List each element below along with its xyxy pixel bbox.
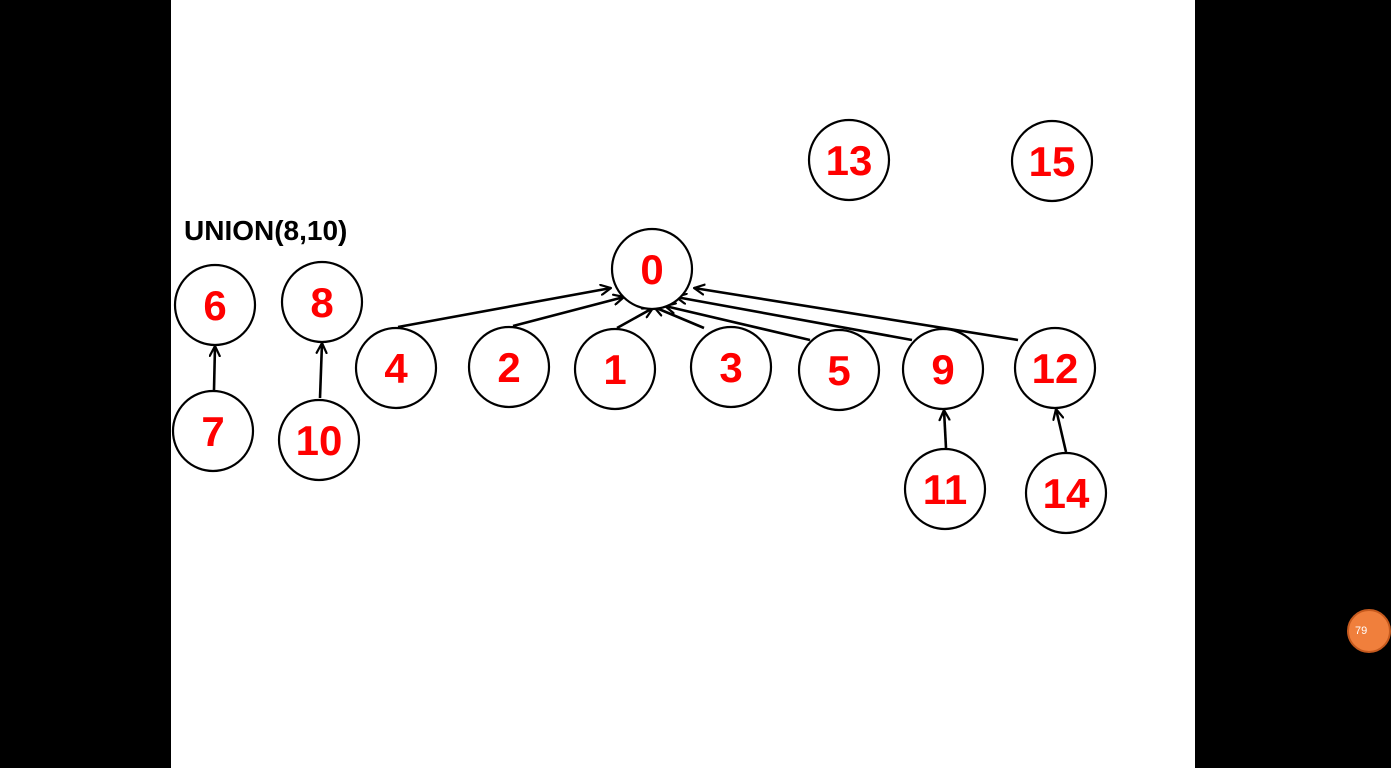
- node-label: 13: [826, 137, 873, 184]
- page-number-badge[interactable]: 79: [1347, 609, 1391, 653]
- node-label: 3: [719, 344, 742, 391]
- node-label: 6: [203, 282, 226, 329]
- operation-label: UNION(8,10): [184, 215, 347, 246]
- edge-9-to-0: [676, 297, 913, 342]
- node-label: 2: [497, 344, 520, 391]
- edge-3-to-0: [654, 307, 705, 330]
- edges-layer: [214, 288, 1068, 453]
- node-label: 15: [1029, 138, 1076, 185]
- node-15: 15: [1010, 119, 1094, 203]
- edge-2-to-0: [512, 297, 624, 328]
- node-label: 14: [1043, 470, 1090, 517]
- node-circle: [280, 260, 364, 344]
- edge-11-to-9: [944, 410, 946, 449]
- node-circle: [467, 325, 551, 409]
- edge-4-to-0: [397, 288, 611, 329]
- node-label: 0: [640, 246, 663, 293]
- node-circle: [354, 326, 438, 410]
- node-12: 12: [1013, 326, 1097, 410]
- node-label: 1: [603, 346, 626, 393]
- node-9: 9: [901, 327, 985, 411]
- node-label: 11: [923, 466, 967, 513]
- node-circle: [903, 447, 987, 531]
- node-circle: [797, 328, 881, 412]
- node-label: 12: [1032, 345, 1079, 392]
- node-8: 8: [280, 260, 364, 344]
- node-circle: [807, 118, 891, 202]
- node-7: 7: [171, 389, 255, 473]
- node-label: 9: [931, 346, 954, 393]
- node-6: 6: [173, 263, 257, 347]
- node-4: 4: [354, 326, 438, 410]
- node-circle: [901, 327, 985, 411]
- node-label: 10: [296, 417, 343, 464]
- page-number-text: 79: [1355, 625, 1368, 637]
- node-0: 0: [610, 227, 694, 311]
- node-5: 5: [797, 328, 881, 412]
- node-circle: [171, 389, 255, 473]
- edge-10-to-8: [320, 343, 322, 399]
- node-3: 3: [689, 325, 773, 409]
- node-circle: [1024, 451, 1108, 535]
- node-label: 8: [310, 279, 333, 326]
- edge-14-to-12: [1056, 409, 1068, 453]
- node-2: 2: [467, 325, 551, 409]
- node-11: 11: [903, 447, 987, 531]
- node-13: 13: [807, 118, 891, 202]
- node-circle: [573, 327, 657, 411]
- node-circle: [277, 398, 361, 482]
- node-circle: [173, 263, 257, 347]
- node-circle: [689, 325, 773, 409]
- edge-5-to-0: [665, 306, 811, 342]
- node-circle: [1013, 326, 1097, 410]
- node-label: 4: [384, 345, 408, 392]
- node-label: 5: [827, 347, 850, 394]
- node-label: 7: [201, 408, 224, 455]
- node-circle: [610, 227, 694, 311]
- edge-12-to-0: [694, 288, 1019, 342]
- node-1: 1: [573, 327, 657, 411]
- edge-1-to-0: [616, 306, 653, 330]
- node-10: 10: [277, 398, 361, 482]
- node-14: 14: [1024, 451, 1108, 535]
- edge-7-to-6: [214, 346, 215, 391]
- node-circle: [1010, 119, 1094, 203]
